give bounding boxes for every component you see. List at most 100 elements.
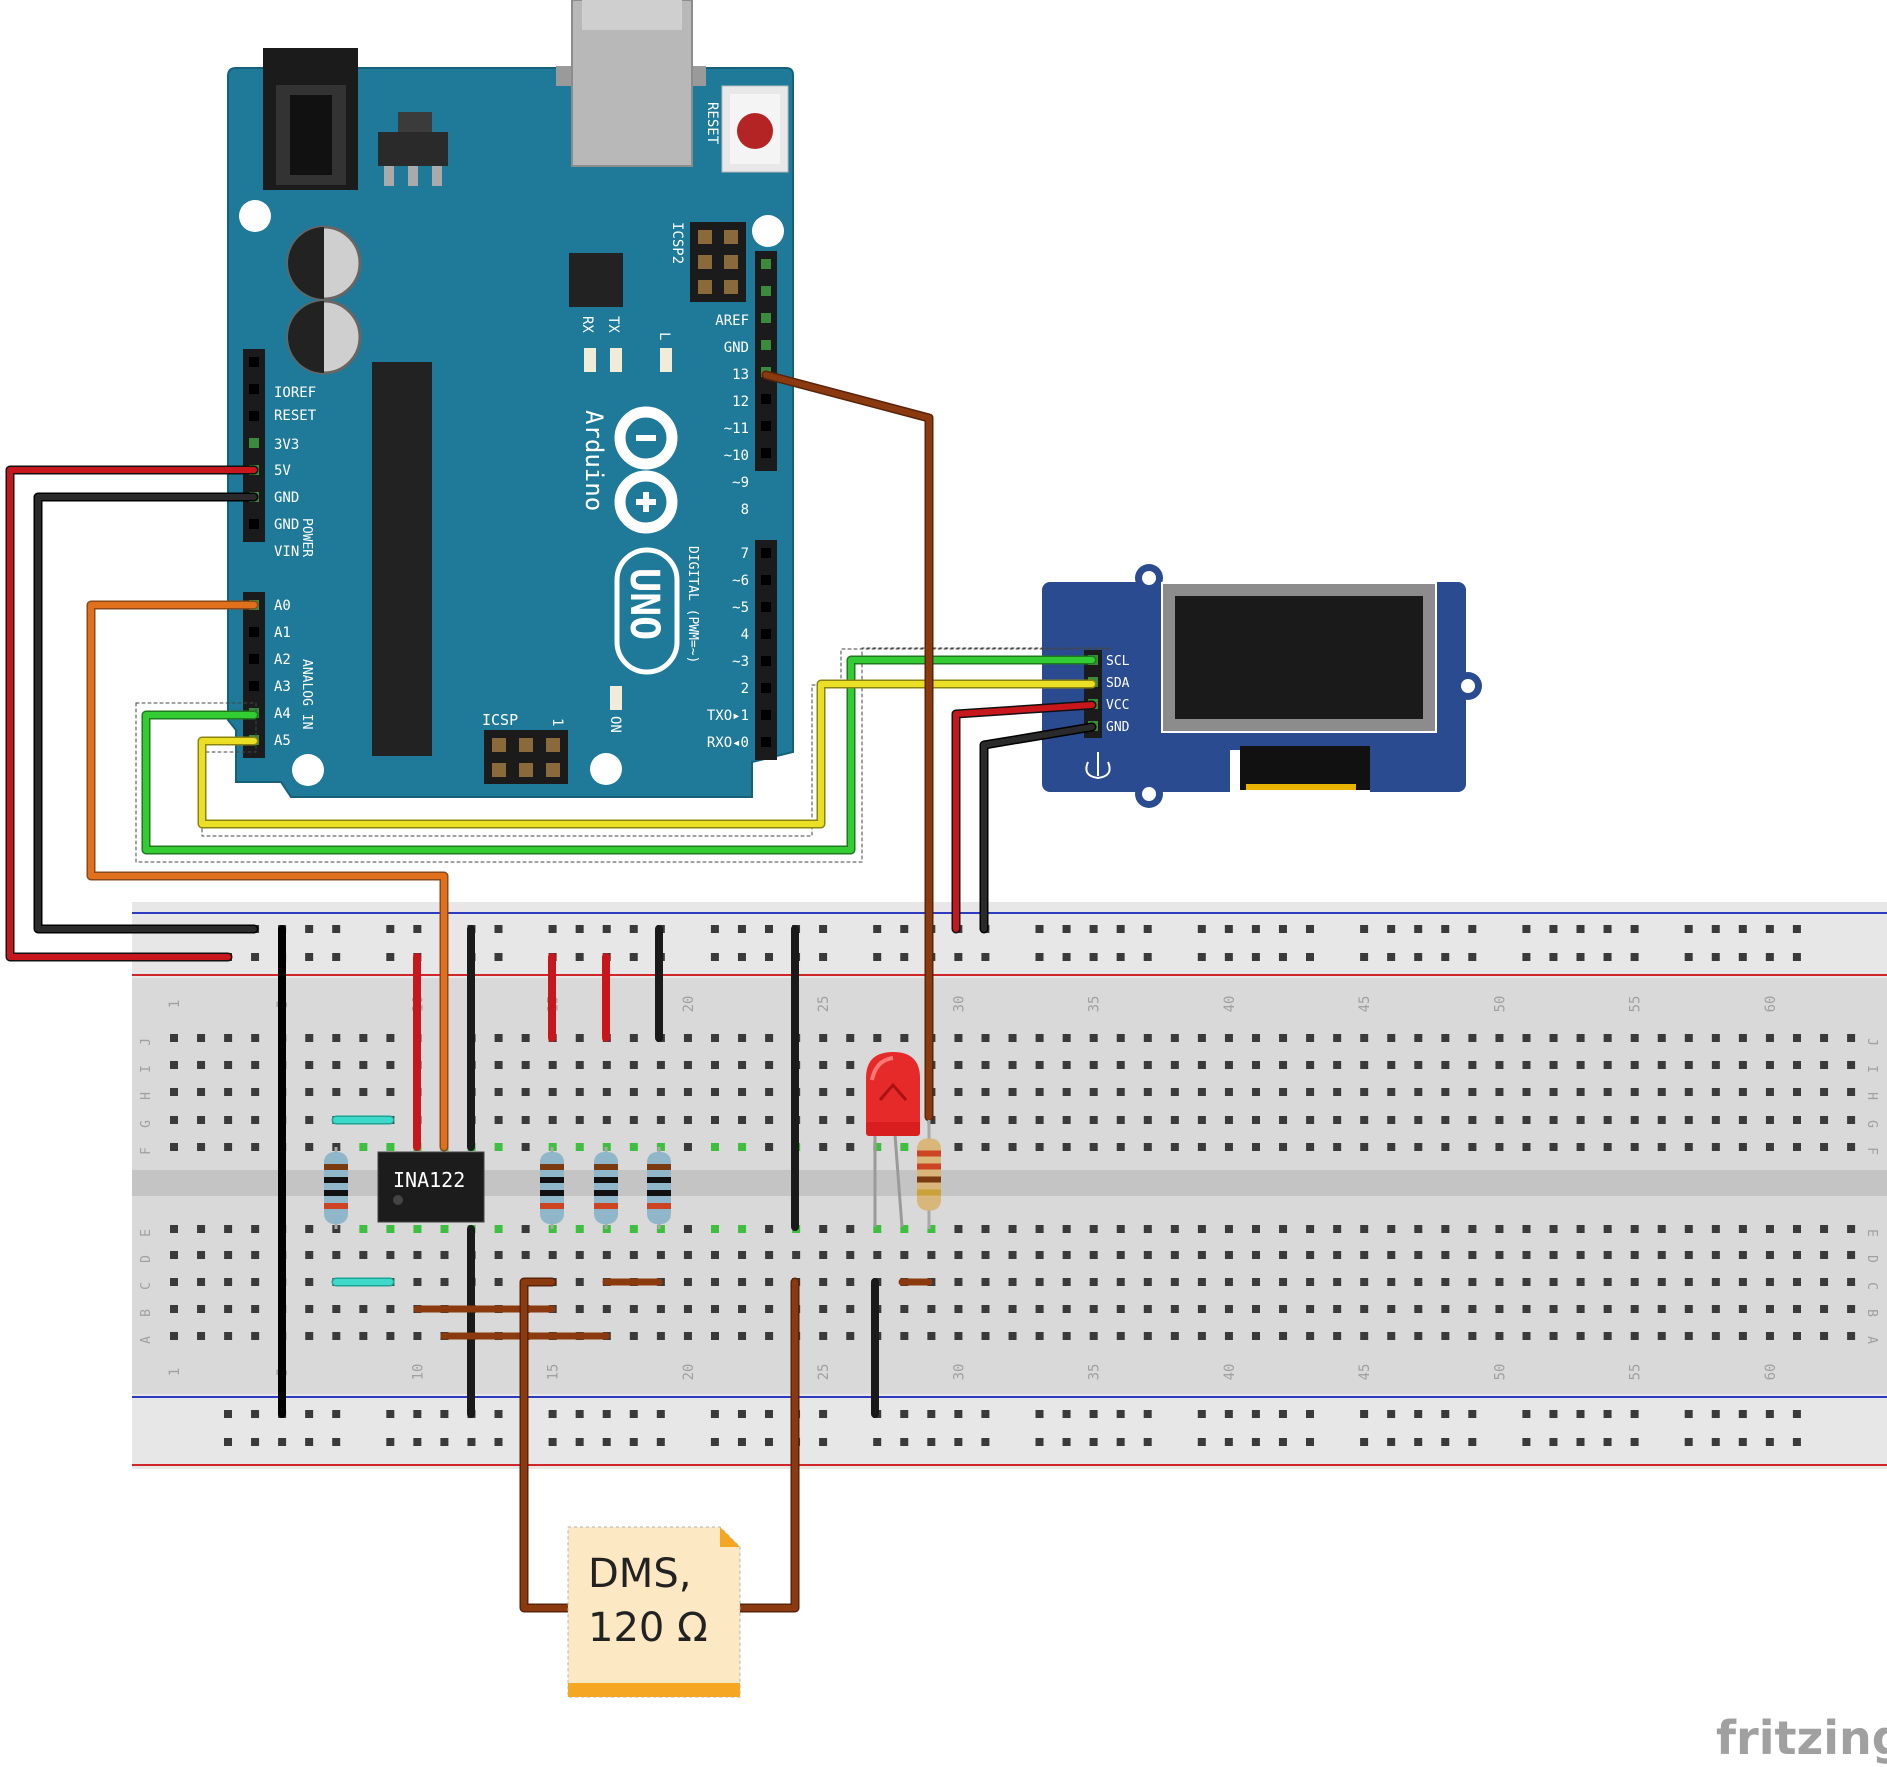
breadboard-hole[interactable] (738, 1034, 747, 1042)
breadboard-hole[interactable] (846, 1251, 855, 1259)
breadboard-hole[interactable] (819, 1332, 828, 1340)
rail-hole[interactable] (710, 953, 719, 961)
rail-hole[interactable] (819, 925, 828, 933)
breadboard-hole[interactable] (981, 1116, 990, 1124)
breadboard-hole[interactable] (413, 1225, 422, 1233)
rail-hole[interactable] (1441, 1438, 1450, 1446)
rail-hole[interactable] (1603, 925, 1612, 933)
breadboard-hole[interactable] (1170, 1278, 1179, 1286)
breadboard-hole[interactable] (1549, 1061, 1558, 1069)
breadboard-hole[interactable] (1630, 1278, 1639, 1286)
breadboard-hole[interactable] (1333, 1088, 1342, 1096)
breadboard-hole[interactable] (1387, 1278, 1396, 1286)
rail-hole[interactable] (1603, 953, 1612, 961)
rail-hole[interactable] (305, 953, 314, 961)
breadboard-hole[interactable] (170, 1305, 178, 1313)
breadboard-hole[interactable] (1224, 1305, 1233, 1313)
rail-hole[interactable] (1360, 1410, 1369, 1418)
breadboard-hole[interactable] (711, 1088, 719, 1096)
breadboard-hole[interactable] (1657, 1278, 1666, 1286)
breadboard-hole[interactable] (819, 1034, 828, 1042)
breadboard-hole[interactable] (224, 1061, 233, 1069)
breadboard-hole[interactable] (683, 1088, 692, 1096)
breadboard-hole[interactable] (711, 1225, 719, 1233)
rail-hole[interactable] (386, 1438, 395, 1446)
breadboard-hole[interactable] (521, 1143, 530, 1151)
breadboard-hole[interactable] (1738, 1332, 1747, 1340)
breadboard-hole[interactable] (1630, 1251, 1639, 1259)
breadboard-hole[interactable] (900, 1332, 909, 1340)
breadboard-hole[interactable] (224, 1034, 233, 1042)
rail-hole[interactable] (1738, 953, 1747, 961)
breadboard-hole[interactable] (1306, 1061, 1315, 1069)
breadboard-hole[interactable] (1468, 1225, 1477, 1233)
breadboard-hole[interactable] (1035, 1061, 1044, 1069)
rail-hole[interactable] (629, 953, 638, 961)
breadboard-hole[interactable] (1252, 1061, 1260, 1069)
rail-hole[interactable] (629, 1438, 638, 1446)
breadboard-hole[interactable] (1306, 1143, 1315, 1151)
breadboard-hole[interactable] (1820, 1034, 1829, 1042)
breadboard-hole[interactable] (224, 1251, 233, 1259)
digital-header-upper-pin[interactable] (761, 340, 771, 350)
rail-hole[interactable] (954, 1410, 963, 1418)
rail-hole[interactable] (900, 925, 909, 933)
breadboard-hole[interactable] (1603, 1225, 1612, 1233)
breadboard-hole[interactable] (1252, 1278, 1260, 1286)
breadboard-hole[interactable] (1252, 1305, 1260, 1313)
breadboard-hole[interactable] (521, 1088, 530, 1096)
digital-header-lower-pin[interactable] (761, 575, 771, 585)
rail-hole[interactable] (1630, 925, 1639, 933)
breadboard-hole[interactable] (1333, 1061, 1342, 1069)
rail-hole[interactable] (467, 1438, 476, 1446)
breadboard-hole[interactable] (224, 1088, 233, 1096)
rail-hole[interactable] (1684, 1438, 1693, 1446)
breadboard-hole[interactable] (1387, 1116, 1396, 1124)
breadboard-hole[interactable] (1414, 1251, 1423, 1259)
breadboard-hole[interactable] (170, 1225, 178, 1233)
breadboard-hole[interactable] (981, 1061, 990, 1069)
analog-header-pin[interactable] (249, 681, 259, 691)
breadboard-hole[interactable] (819, 1225, 828, 1233)
rail-hole[interactable] (440, 1410, 449, 1418)
breadboard-hole[interactable] (1089, 1061, 1098, 1069)
breadboard-hole[interactable] (1252, 1116, 1260, 1124)
breadboard-hole[interactable] (927, 1251, 936, 1259)
rail-hole[interactable] (819, 953, 828, 961)
breadboard-hole[interactable] (494, 1061, 503, 1069)
breadboard-hole[interactable] (954, 1034, 963, 1042)
rail-hole[interactable] (1089, 1438, 1098, 1446)
breadboard-hole[interactable] (765, 1061, 774, 1069)
breadboard-hole[interactable] (386, 1225, 395, 1233)
rail-hole[interactable] (1711, 1438, 1720, 1446)
breadboard-hole[interactable] (1062, 1278, 1071, 1286)
breadboard-hole[interactable] (251, 1305, 260, 1313)
rail-hole[interactable] (1522, 925, 1531, 933)
breadboard-hole[interactable] (981, 1305, 990, 1313)
digital-header-upper-pin[interactable] (761, 259, 771, 269)
breadboard-hole[interactable] (819, 1061, 828, 1069)
breadboard-hole[interactable] (1847, 1116, 1856, 1124)
breadboard-hole[interactable] (656, 1061, 665, 1069)
breadboard-hole[interactable] (224, 1278, 233, 1286)
breadboard-hole[interactable] (494, 1088, 503, 1096)
breadboard-hole[interactable] (1522, 1034, 1531, 1042)
power-header-pin[interactable] (249, 411, 259, 421)
breadboard-hole[interactable] (1197, 1305, 1206, 1313)
breadboard-hole[interactable] (1333, 1225, 1342, 1233)
breadboard-hole[interactable] (1738, 1034, 1747, 1042)
breadboard-hole[interactable] (656, 1251, 665, 1259)
breadboard-hole[interactable] (683, 1332, 692, 1340)
rail-hole[interactable] (900, 1438, 909, 1446)
breadboard-hole[interactable] (1468, 1061, 1477, 1069)
breadboard-hole[interactable] (305, 1034, 314, 1042)
breadboard-hole[interactable] (1143, 1061, 1152, 1069)
rail-hole[interactable] (981, 1438, 990, 1446)
breadboard-hole[interactable] (954, 1332, 963, 1340)
breadboard-hole[interactable] (1603, 1034, 1612, 1042)
rail-hole[interactable] (1035, 953, 1044, 961)
breadboard-hole[interactable] (359, 1034, 368, 1042)
breadboard-hole[interactable] (1224, 1116, 1233, 1124)
breadboard-hole[interactable] (1630, 1061, 1639, 1069)
rail-hole[interactable] (1360, 925, 1369, 933)
